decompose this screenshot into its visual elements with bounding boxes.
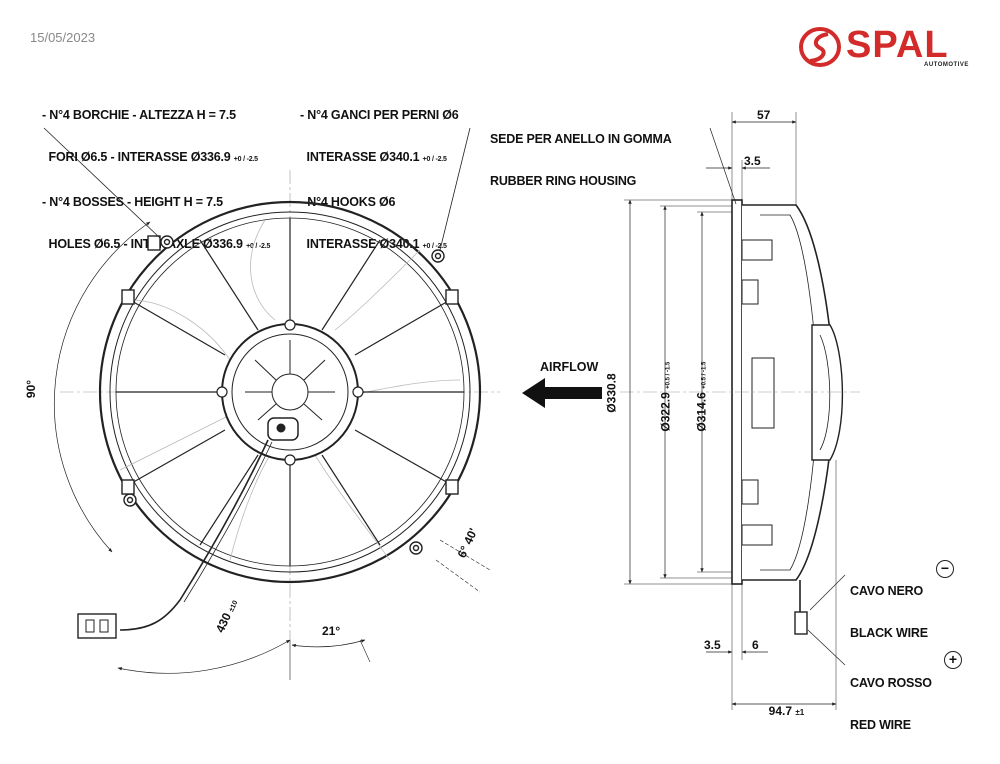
hooks-tolerance: +0 / -2.5 bbox=[422, 156, 447, 163]
hub-screws bbox=[216, 319, 364, 466]
black-wire-label: CAVO NERO BLACK WIRE bbox=[850, 556, 928, 654]
dim-57: 57 bbox=[757, 108, 771, 122]
dim-94-7-tolerance: ±1 bbox=[795, 708, 805, 717]
red-wire-en: RED WIRE bbox=[850, 718, 911, 732]
dim-3-5-bottom: 3.5 bbox=[704, 638, 721, 652]
dim-3-5-top: 3.5 bbox=[744, 154, 761, 168]
bosses-tolerance-en: +0 / -2.5 bbox=[246, 243, 271, 250]
dia-322-9: Ø322.9 +0.5 / -1.5 bbox=[658, 361, 673, 432]
dim-6: 6 bbox=[752, 638, 759, 652]
side-label-plate bbox=[751, 357, 775, 429]
airflow-label: AIRFLOW bbox=[540, 360, 599, 374]
plus-sign-icon: + bbox=[944, 651, 962, 669]
dim-94-7: 94.7 ±1 bbox=[768, 704, 805, 718]
dia-314-6-tolerance: +0.5 / -1.5 bbox=[701, 361, 708, 389]
dia-330-8: Ø330.8 bbox=[604, 373, 619, 413]
hooks-it-line1: - N°4 GANCI PER PERNI Ø6 bbox=[300, 108, 459, 122]
red-wire-label: CAVO ROSSO RED WIRE bbox=[850, 648, 932, 746]
side-wire-connector bbox=[794, 611, 808, 635]
hooks-it-line2: INTERASSE Ø340.1 +0 / -2.5 bbox=[300, 150, 447, 164]
side-motor bbox=[811, 324, 844, 461]
bosses-en-line1: - N°4 BOSSES - HEIGHT H = 7.5 bbox=[42, 195, 223, 209]
hooks-en-line1: - N°4 HOOKS Ø6 bbox=[300, 195, 396, 209]
bosses-tolerance: +0 / -2.5 bbox=[233, 156, 258, 163]
date-stamp: 15/05/2023 bbox=[30, 30, 96, 45]
black-wire-it: CAVO NERO bbox=[850, 584, 923, 598]
airflow-arrow bbox=[522, 378, 602, 408]
bosses-note: - N°4 BORCHIE - ALTEZZA H = 7.5 FORI Ø6.… bbox=[42, 80, 270, 268]
spal-logo-icon bbox=[799, 27, 841, 67]
outer-ring bbox=[98, 200, 482, 584]
hooks-note: - N°4 GANCI PER PERNI Ø6 INTERASSE Ø340.… bbox=[300, 80, 459, 268]
brand-subtitle: AUTOMOTIVE bbox=[924, 62, 969, 68]
black-wire-en: BLACK WIRE bbox=[850, 626, 928, 640]
spal-logo: SPAL AUTOMOTIVE bbox=[798, 24, 973, 70]
ring-housing-it: SEDE PER ANELLO IN GOMMA bbox=[490, 132, 672, 146]
angle-90-label: 90° bbox=[24, 379, 39, 399]
brand-name: SPAL bbox=[846, 24, 949, 66]
front-view bbox=[43, 127, 500, 680]
dia-322-9-tolerance: +0.5 / -1.5 bbox=[665, 361, 672, 389]
minus-sign-icon: − bbox=[936, 560, 954, 578]
side-view bbox=[620, 112, 860, 710]
bosses-it-line1: - N°4 BORCHIE - ALTEZZA H = 7.5 bbox=[42, 108, 236, 122]
dia-314-6: Ø314.6 +0.5 / -1.5 bbox=[694, 361, 709, 432]
cable-connector bbox=[77, 613, 117, 639]
hooks-en-line2: INTERASSE Ø340.1 +0 / -2.5 bbox=[300, 237, 447, 251]
bosses-it-line2: FORI Ø6.5 - INTERASSE Ø336.9 +0 / -2.5 bbox=[42, 150, 259, 164]
red-wire-it: CAVO ROSSO bbox=[850, 676, 932, 690]
angle-21-label: 21° bbox=[322, 624, 341, 638]
ring-housing-en: RUBBER RING HOUSING bbox=[490, 174, 637, 188]
spokes bbox=[116, 218, 464, 566]
ring-housing-note: SEDE PER ANELLO IN GOMMA RUBBER RING HOU… bbox=[490, 104, 672, 202]
